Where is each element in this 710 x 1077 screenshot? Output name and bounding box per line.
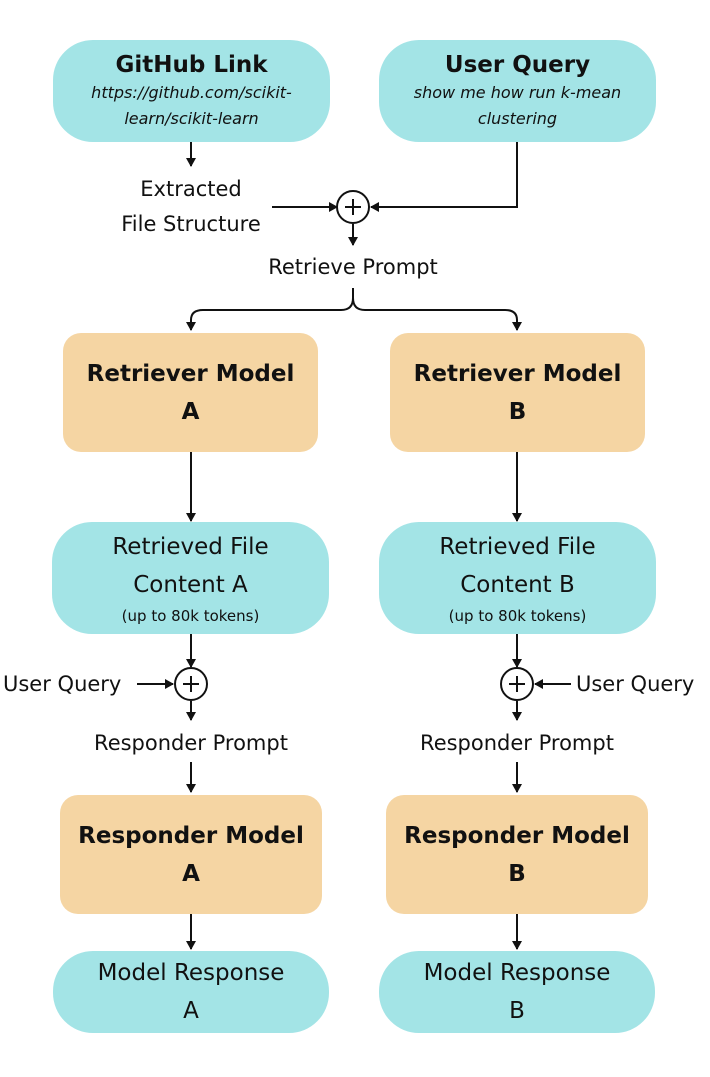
responder-prompt-a-label: Responder Prompt: [94, 731, 288, 755]
github-link-url-line2: learn/scikit-learn: [124, 109, 259, 128]
split-brace-right: [352, 297, 522, 331]
retrieved-content-a-line1: Retrieved File: [112, 534, 269, 560]
user-query-title: User Query: [444, 52, 591, 78]
responder-model-a-line2: A: [182, 860, 200, 887]
responder-model-b: Responder Model B: [386, 795, 648, 914]
extracted-label-line2: File Structure: [121, 212, 261, 236]
model-response-b-line1: Model Response: [423, 960, 611, 986]
user-query-b-label: User Query: [576, 672, 695, 696]
retriever-model-b: Retriever Model B: [390, 333, 645, 452]
retrieve-prompt-label: Retrieve Prompt: [268, 255, 438, 279]
retriever-model-a-line2: A: [181, 398, 200, 425]
extracted-label-line1: Extracted: [140, 177, 242, 201]
retriever-model-a-line1: Retriever Model: [86, 360, 295, 387]
user-query-text-line1: show me how run k-mean: [413, 83, 622, 102]
retrieved-content-b-line2: Content B: [460, 572, 575, 598]
split-brace: [186, 288, 354, 331]
retrieved-content-b-note: (up to 80k tokens): [448, 607, 587, 625]
user-query-node: User Query show me how run k-mean cluste…: [379, 40, 656, 142]
responder-model-a-line1: Responder Model: [78, 822, 304, 849]
combine-node-b: [500, 667, 534, 701]
retrieved-content-a-line2: Content A: [133, 572, 248, 598]
retriever-model-a: Retriever Model A: [63, 333, 318, 452]
retriever-model-b-line1: Retriever Model: [413, 360, 622, 387]
retrieved-content-b: Retrieved File Content B (up to 80k toke…: [379, 522, 656, 634]
model-response-a-line1: Model Response: [97, 960, 285, 986]
retrieved-content-a-note: (up to 80k tokens): [121, 607, 260, 625]
model-response-b: Model Response B: [379, 951, 655, 1033]
github-link-url-line1: https://github.com/scikit-: [91, 83, 292, 102]
combine-node-a: [174, 667, 208, 701]
github-link-node: GitHub Link https://github.com/scikit- l…: [53, 40, 330, 142]
retriever-model-b-line2: B: [508, 398, 527, 425]
arrow-query-to-plus: [370, 142, 518, 212]
combine-node-top: [336, 190, 370, 224]
github-link-title: GitHub Link: [115, 52, 268, 78]
model-response-a-line2: A: [183, 998, 199, 1024]
responder-model-b-line1: Responder Model: [404, 822, 630, 849]
responder-model-b-line2: B: [508, 860, 526, 887]
responder-prompt-b-label: Responder Prompt: [420, 731, 614, 755]
model-response-b-line2: B: [509, 998, 525, 1024]
user-query-a-label: User Query: [3, 672, 122, 696]
responder-model-a: Responder Model A: [60, 795, 322, 914]
user-query-text-line2: clustering: [477, 109, 558, 128]
retrieved-content-b-line1: Retrieved File: [439, 534, 596, 560]
retrieved-content-a: Retrieved File Content A (up to 80k toke…: [52, 522, 329, 634]
model-response-a: Model Response A: [53, 951, 329, 1033]
